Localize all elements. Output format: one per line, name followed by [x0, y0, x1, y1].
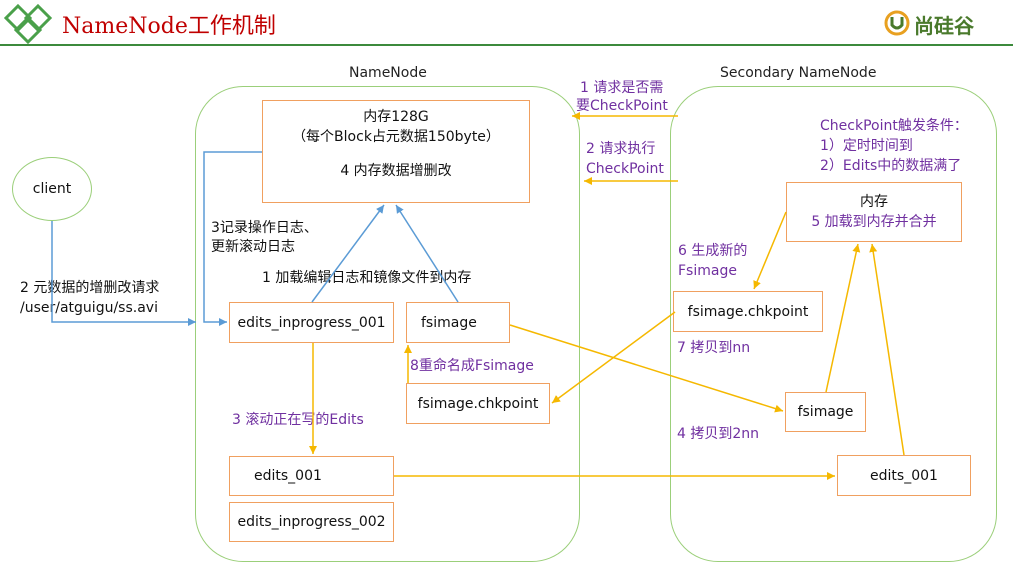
- client-request-arrow: [51, 221, 196, 326]
- step2-request-line1: 2 请求执行: [586, 141, 656, 157]
- brand-logo-text: 尚硅谷: [914, 14, 974, 38]
- step5-merge-label: 5 加载到内存并合并: [811, 214, 937, 230]
- load-edits-arrow: [311, 204, 385, 303]
- step1-request-line2: 要CheckPoint: [576, 98, 668, 114]
- diamond-logo-icon: [4, 3, 53, 45]
- header-divider: [0, 44, 1013, 46]
- header: NameNode工作机制 尚硅谷: [0, 0, 1013, 48]
- step3-log-label-line2: 更新滚动日志: [211, 239, 295, 255]
- step8-rename-label: 8重命名成Fsimage: [410, 358, 534, 374]
- step3-roll-label: 3 滚动正在写的Edits: [232, 412, 364, 428]
- secondary-memory-box: 内存 5 加载到内存并合并: [786, 182, 962, 242]
- memory-size-label: 内存128G: [363, 109, 429, 125]
- secondary-edits-001-box: edits_001: [837, 455, 971, 496]
- namenode-title: NameNode: [349, 65, 427, 81]
- brand-logo-icon: [884, 10, 910, 36]
- secondary-fsimage-chkpoint-box: fsimage.chkpoint: [673, 291, 823, 332]
- edits-inprogress-002-box: edits_inprogress_002: [229, 502, 394, 542]
- step2-request-line2: CheckPoint: [586, 161, 664, 177]
- step7-copy-label: 7 拷贝到nn: [677, 340, 751, 356]
- client-label: client: [32, 181, 72, 197]
- checkpoint-conditions-line1: CheckPoint触发条件：: [820, 118, 968, 134]
- namenode-memory-box: 内存128G （每个Block占元数据150byte） 4 内存数据增删改: [262, 100, 530, 203]
- step4-copy-label: 4 拷贝到2nn: [677, 426, 760, 442]
- edits-inprogress-001-box: edits_inprogress_001: [229, 302, 394, 343]
- copy-chkpoint-to-nn-arrow: [551, 311, 676, 404]
- log-record-arrow: [203, 151, 262, 326]
- secondary-fsimage-box: fsimage: [785, 392, 866, 432]
- load-fsimage-arrow: [395, 204, 459, 303]
- generate-chkpoint-arrow: [753, 211, 787, 290]
- step1-request-line1: 1 请求是否需: [580, 80, 664, 96]
- memory-block-note: （每个Block占元数据150byte）: [292, 129, 500, 145]
- page-title: NameNode工作机制: [62, 14, 276, 39]
- step6-label-line2: Fsimage: [678, 263, 737, 279]
- memory-modify-label: 4 内存数据增删改: [340, 163, 452, 179]
- secondary-namenode-title: Secondary NameNode: [720, 65, 877, 81]
- fsimage-to-memory-arrow: [825, 243, 861, 393]
- namenode-edits-001-box: edits_001: [229, 456, 394, 496]
- edits-to-memory-arrow: [869, 243, 905, 456]
- checkpoint-conditions-line2: 1）定时时间到: [820, 138, 913, 154]
- copy-fsimage-arrow: [509, 324, 784, 413]
- step3-log-label-line1: 3记录操作日志、: [211, 220, 318, 236]
- step6-label-line1: 6 生成新的: [678, 243, 748, 259]
- client-request-line1: 2 元数据的增删改请求: [20, 280, 160, 296]
- namenode-fsimage-box: fsimage: [406, 302, 510, 343]
- client-request-line2: /user/atguigu/ss.avi: [20, 300, 158, 316]
- checkpoint-conditions-line3: 2）Edits中的数据满了: [820, 158, 962, 174]
- secondary-namenode-container: [670, 86, 997, 562]
- namenode-fsimage-chkpoint-box: fsimage.chkpoint: [406, 383, 550, 424]
- step1-load-label: 1 加载编辑日志和镜像文件到内存: [262, 270, 472, 286]
- client-node: client: [12, 157, 92, 221]
- secondary-memory-title: 内存: [860, 194, 888, 210]
